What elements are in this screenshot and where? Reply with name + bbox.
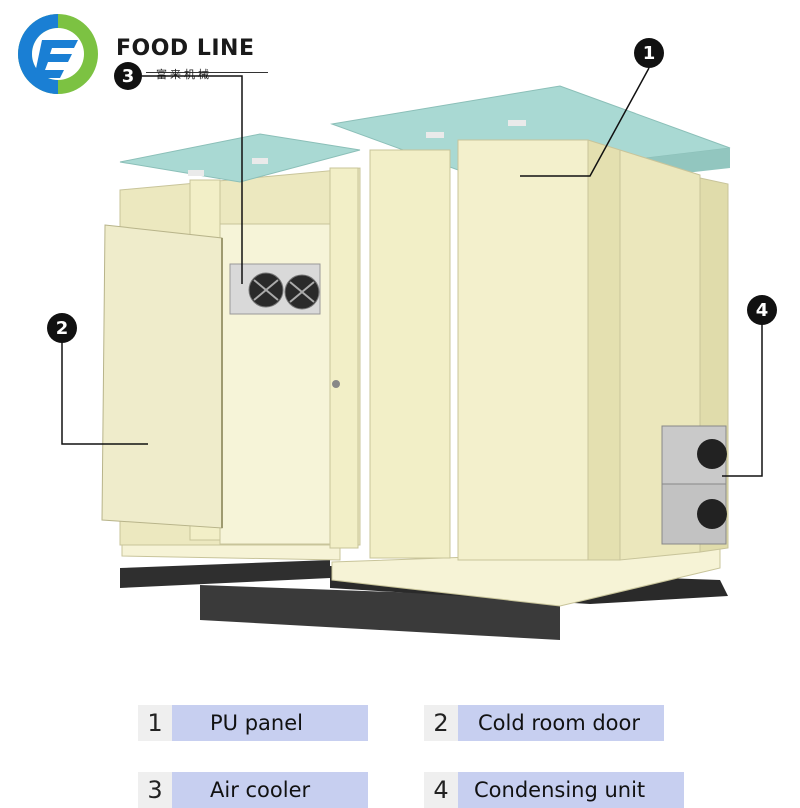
leader-line-4 — [722, 322, 763, 477]
roof-light — [188, 170, 204, 176]
legend-item: 4 Condensing unit — [424, 772, 684, 808]
fan-icon — [697, 499, 727, 529]
logo-letter-f — [34, 40, 78, 78]
roof-light — [252, 158, 268, 164]
fan-blade — [289, 281, 315, 303]
legend-number: 1 — [138, 705, 172, 741]
marker-4: 4 — [747, 295, 777, 325]
roof-light — [426, 132, 444, 138]
leader-line-3 — [142, 75, 243, 284]
legend-label: Cold room door — [458, 705, 664, 741]
pu-panel — [369, 149, 451, 559]
logo-ring-blue — [18, 14, 58, 94]
leader-line-2 — [61, 342, 148, 445]
fan-blade — [253, 279, 279, 301]
legend-number: 2 — [424, 705, 458, 741]
fan-icon — [697, 439, 727, 469]
marker-1: 1 — [634, 38, 664, 68]
legend-number: 3 — [138, 772, 172, 808]
legend-item: 1 PU panel — [138, 705, 368, 741]
brand-name: FOOD LINE — [116, 36, 255, 61]
pu-panel-column — [329, 167, 359, 549]
legend-number: 4 — [424, 772, 458, 808]
base-skid-front — [200, 585, 560, 640]
base-skid-left — [120, 560, 330, 588]
legend-item: 3 Air cooler — [138, 772, 368, 808]
brand-subtitle: 富来机械 — [156, 68, 212, 81]
roof-light — [508, 120, 526, 126]
pu-panel — [457, 139, 589, 561]
marker-3: 3 — [114, 62, 142, 90]
pu-panel-side — [587, 139, 621, 561]
legend-item: 2 Cold room door — [424, 705, 664, 741]
legend-label: PU panel — [172, 705, 368, 741]
brand-rule — [146, 72, 268, 73]
door-handle-icon — [332, 380, 340, 388]
legend-label: Air cooler — [172, 772, 368, 808]
marker-2: 2 — [47, 313, 77, 343]
food-line-logo — [18, 14, 98, 94]
leader-line-1 — [520, 67, 650, 177]
cold-room-door — [101, 224, 223, 529]
legend-label: Condensing unit — [458, 772, 684, 808]
